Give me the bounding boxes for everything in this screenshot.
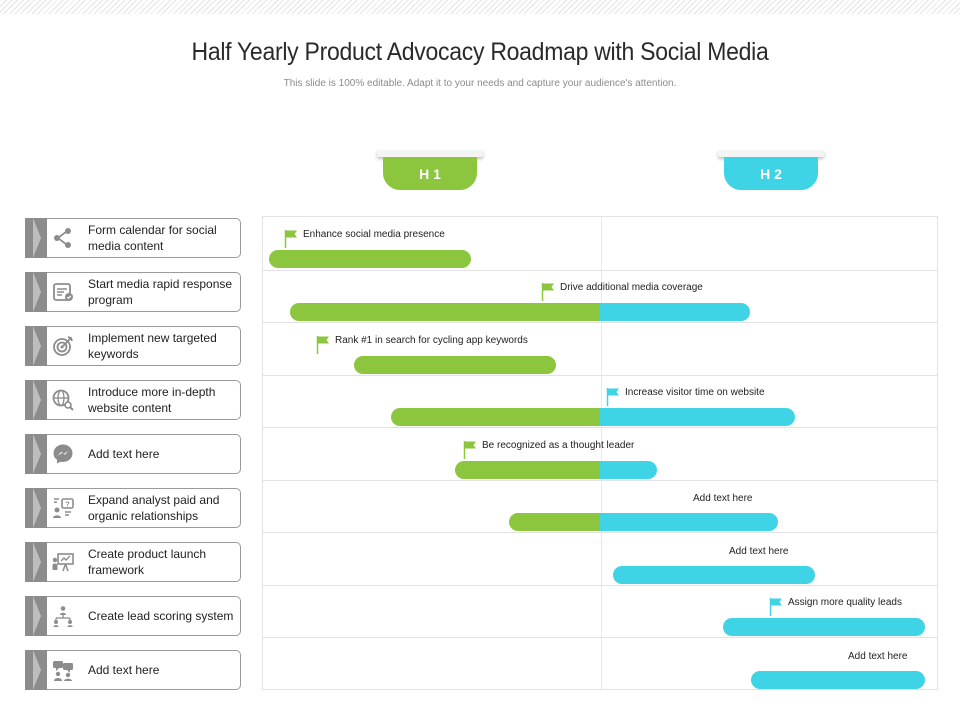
milestone-8: Assign more quality leads xyxy=(769,597,902,617)
milestone-label: Add text here xyxy=(848,651,908,662)
task-box xyxy=(39,434,241,474)
globe-search-icon xyxy=(52,389,74,411)
flag-icon xyxy=(316,336,329,354)
share-icon xyxy=(54,228,71,248)
milestone-2: Drive additional media coverage xyxy=(541,282,703,302)
task-item-add-text-1: Add text here xyxy=(25,434,241,474)
task-item-website-content: Introduce more in-depth website content xyxy=(25,380,241,420)
milestone-label: Add text here xyxy=(693,493,753,504)
row-divider xyxy=(263,427,937,428)
analyst-icon: ? xyxy=(53,498,74,518)
milestone-9: Add text here xyxy=(848,651,907,662)
task-box xyxy=(39,596,241,636)
milestone-label: Drive additional media coverage xyxy=(560,282,703,293)
milestone-3: Rank #1 in search for cycling app keywor… xyxy=(316,335,528,355)
half-tab-cap xyxy=(377,150,483,157)
flag-icon xyxy=(463,441,476,459)
half-tab-h2: H 2 xyxy=(718,150,824,190)
gantt-bar-row-1 xyxy=(269,250,471,268)
task-tab xyxy=(25,272,47,312)
timeline-grid xyxy=(262,216,938,690)
task-tab xyxy=(25,488,47,528)
row-divider xyxy=(263,585,937,586)
gantt-bar-row-7 xyxy=(613,566,815,584)
flag-icon xyxy=(606,388,619,406)
milestone-4: Increase visitor time on website xyxy=(606,387,765,407)
milestone-1: Enhance social media presence xyxy=(284,229,445,249)
task-tab xyxy=(25,434,47,474)
task-tab xyxy=(25,650,47,690)
task-label: Expand analyst paid and organic relation… xyxy=(88,493,220,523)
milestone-label: Assign more quality leads xyxy=(788,597,902,608)
milestone-label: Be recognized as a thought leader xyxy=(482,440,635,451)
task-label: Create lead scoring system xyxy=(88,609,234,623)
task-item-keywords: Implement new targeted keywords xyxy=(25,326,241,366)
gantt-bar-row-6 xyxy=(509,513,778,531)
half-divider xyxy=(601,217,602,689)
task-tab xyxy=(25,596,47,636)
milestone-label: Increase visitor time on website xyxy=(625,387,765,398)
row-divider xyxy=(263,270,937,271)
gantt-bar-row-5 xyxy=(455,461,657,479)
svg-text:?: ? xyxy=(65,502,69,509)
milestone-7: Add text here xyxy=(729,546,788,557)
task-item-analyst-relationships: ? Expand analyst paid and organic relati… xyxy=(25,488,241,528)
task-item-launch-framework: Create product launch framework xyxy=(25,542,241,582)
gantt-bar-row-3 xyxy=(354,356,556,374)
gantt-bar-row-4 xyxy=(391,408,795,426)
row-divider xyxy=(263,532,937,533)
half-tab-h1: H 1 xyxy=(377,150,483,190)
task-item-add-text-2: Add text here xyxy=(25,650,241,690)
task-tab xyxy=(25,380,47,420)
presentation-board-icon xyxy=(52,553,74,572)
row-divider xyxy=(263,375,937,376)
task-label: Form calendar for social media content xyxy=(88,223,217,253)
task-label: Add text here xyxy=(88,663,160,677)
task-box xyxy=(39,380,241,420)
gantt-bar-row-9 xyxy=(751,671,925,689)
page-subtitle: This slide is 100% editable. Adapt it to… xyxy=(283,78,677,89)
task-box xyxy=(39,326,241,366)
media-document-icon xyxy=(53,283,73,301)
task-item-social-calendar: Form calendar for social media content xyxy=(25,218,241,258)
task-box xyxy=(39,218,241,258)
task-label: Start media rapid response program xyxy=(88,277,233,307)
milestone-label: Enhance social media presence xyxy=(303,229,445,240)
milestone-5: Be recognized as a thought leader xyxy=(463,440,634,460)
task-label: Introduce more in-depth website content xyxy=(88,385,216,415)
task-label: Create product launch framework xyxy=(88,547,207,577)
team-chat-icon xyxy=(53,661,73,681)
flag-icon xyxy=(541,283,554,301)
task-tab xyxy=(25,326,47,366)
task-label: Implement new targeted keywords xyxy=(88,331,217,361)
half-label-h1: H 1 xyxy=(383,157,477,190)
row-divider xyxy=(263,322,937,323)
flag-icon xyxy=(769,598,782,616)
half-tab-cap xyxy=(718,150,824,157)
task-item-lead-scoring: Create lead scoring system xyxy=(25,596,241,636)
hierarchy-icon xyxy=(53,606,73,627)
messenger-icon xyxy=(53,444,73,464)
milestone-label: Rank #1 in search for cycling app keywor… xyxy=(335,335,528,346)
milestone-label: Add text here xyxy=(729,546,789,557)
flag-icon xyxy=(284,230,297,248)
row-divider xyxy=(263,480,937,481)
gantt-bar-row-8 xyxy=(723,618,925,636)
half-label-h2: H 2 xyxy=(724,157,818,190)
task-label: Add text here xyxy=(88,447,160,461)
target-icon xyxy=(53,336,73,356)
task-box xyxy=(39,650,241,690)
top-hatch-decoration xyxy=(0,0,960,14)
row-divider xyxy=(263,637,937,638)
task-item-media-response: Start media rapid response program xyxy=(25,272,241,312)
milestone-6: Add text here xyxy=(693,493,752,504)
task-tab xyxy=(25,542,47,582)
gantt-bar-row-2 xyxy=(290,303,750,321)
task-box xyxy=(39,272,241,312)
task-tab xyxy=(25,218,47,258)
page-title: Half Yearly Product Advocacy Roadmap wit… xyxy=(191,38,769,66)
